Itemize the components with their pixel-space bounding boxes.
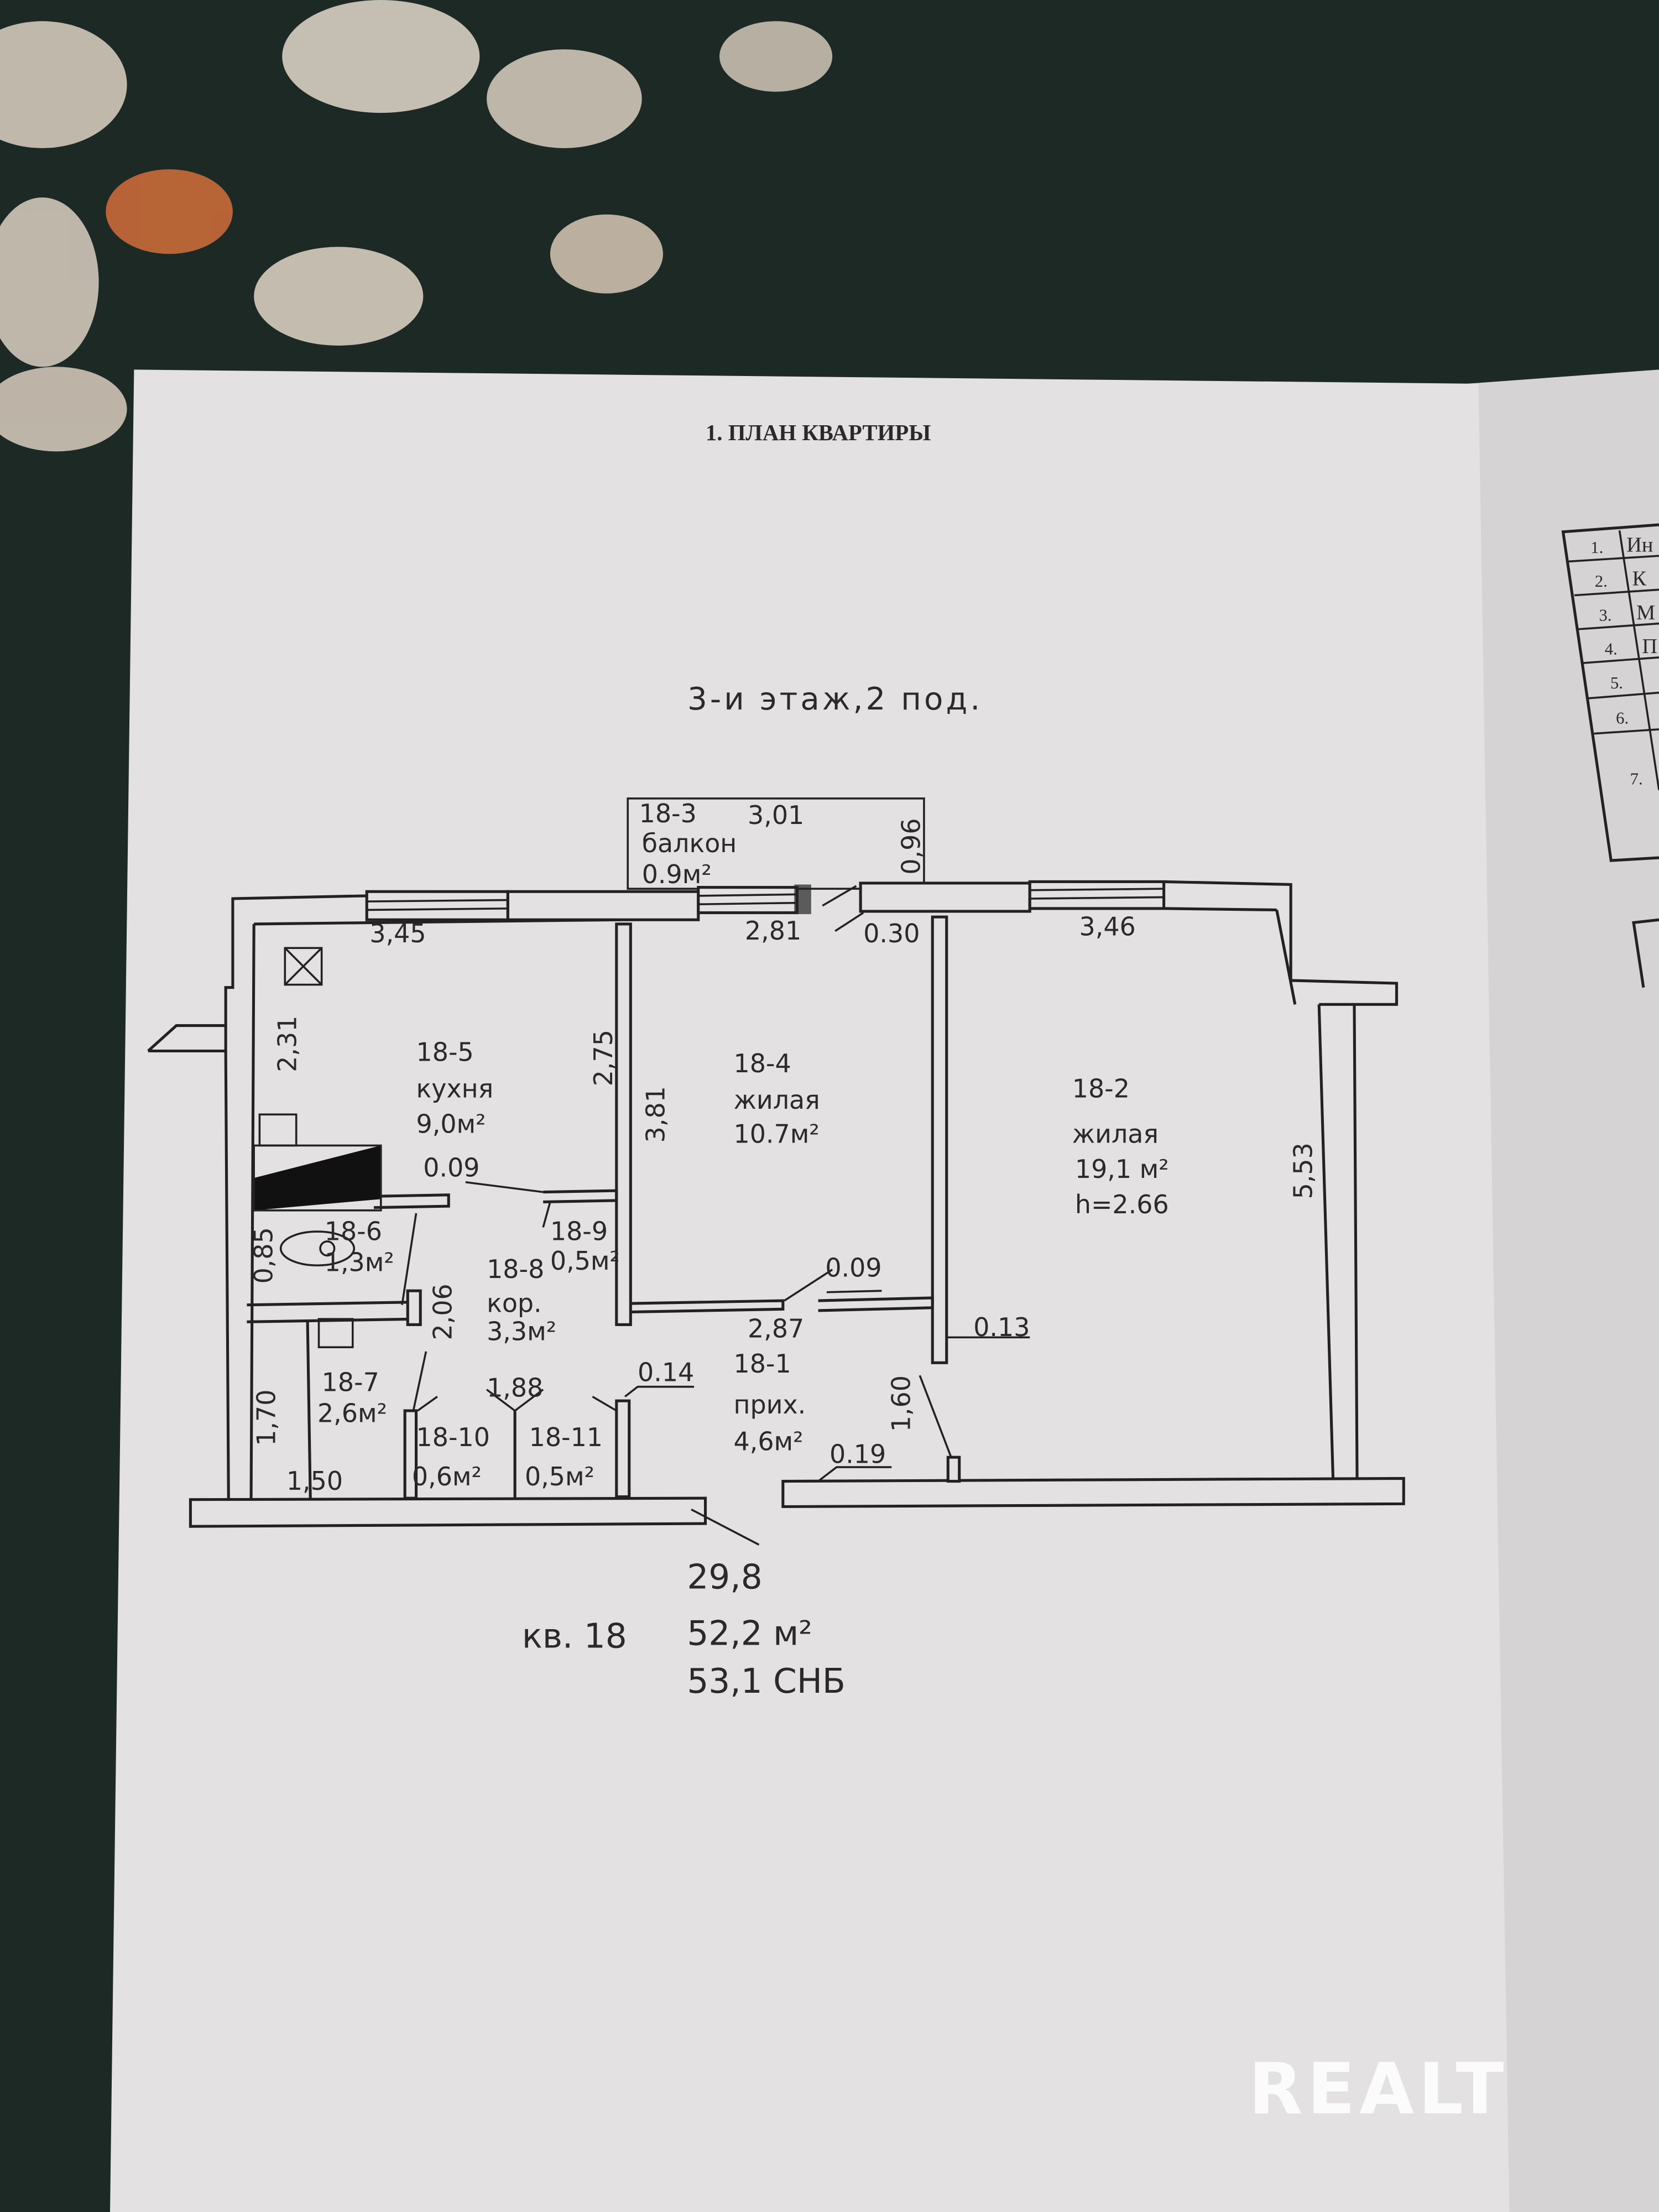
room-name: кухня: [416, 1074, 494, 1104]
stove-shape: [254, 1145, 381, 1211]
room-id: 18-5: [416, 1037, 474, 1067]
room-area: 1,3м²: [325, 1247, 394, 1277]
table-cell-text: П: [1642, 635, 1657, 658]
dimension-label: 3,81: [641, 1086, 671, 1142]
area-totals: 29,8 кв. 18 52,2 м² 53,1 СНБ: [522, 1557, 846, 1701]
room-id: 18-3: [639, 799, 697, 828]
dimension-label: 5,53: [1288, 1142, 1318, 1199]
dimension-label: 0.14: [638, 1357, 694, 1387]
dimension-label: 0.09: [825, 1253, 881, 1283]
apartment-label: кв. 18: [522, 1617, 627, 1656]
toilet-bowl: [279, 1230, 356, 1267]
vent-shaft: [284, 947, 323, 986]
room-id: 18-6: [325, 1216, 382, 1246]
room-name: прих.: [734, 1390, 806, 1420]
room-id: 18-2: [1072, 1074, 1130, 1104]
balcony-door: [697, 886, 799, 915]
document-title: 1. ПЛАН КВАРТИРЫ: [706, 420, 931, 445]
table-row-number: 4.: [1605, 640, 1618, 659]
wall-segment: [506, 890, 700, 921]
realt-watermark: REALT: [1249, 2048, 1508, 2130]
dimension-label: 1,70: [251, 1390, 281, 1446]
dimension-label: 0.13: [973, 1312, 1030, 1342]
table-row-number: 2.: [1595, 572, 1608, 591]
room-name: жилая: [734, 1085, 820, 1115]
plan-labels: 18-3 3,01 балкон 0.9м² 0,96 3,45 2,81 0.…: [248, 799, 1318, 1496]
room-area: 0.9м²: [642, 859, 712, 889]
window-kitchen: [365, 890, 509, 921]
room-area: 3,3м²: [487, 1316, 556, 1346]
dimension-label: 3,01: [748, 800, 804, 830]
room-area: 0,6м²: [412, 1462, 482, 1491]
room-name: кор.: [487, 1288, 542, 1318]
room-name: балкон: [642, 828, 737, 858]
dimension-label: 0,85: [248, 1227, 278, 1284]
wall-segment: [859, 881, 1031, 913]
room-area: 2,6м²: [317, 1398, 387, 1428]
window-room: [1028, 880, 1166, 910]
table-row-number: 7.: [1630, 769, 1643, 788]
room-area: 0,5м²: [525, 1462, 594, 1491]
dimension-label: 3,45: [369, 919, 426, 948]
table-row-number: 6.: [1616, 709, 1629, 728]
snb-area: 53,1 СНБ: [687, 1662, 846, 1701]
paper-sheet: [109, 369, 1510, 2212]
dimension-label: 0.09: [423, 1153, 479, 1183]
floor-plan: [147, 797, 1405, 1546]
dimension-label: 0,96: [896, 818, 926, 874]
dimension-label: 0.30: [863, 919, 920, 948]
room-id: 18-9: [550, 1216, 608, 1246]
dimension-label: 2,81: [745, 916, 801, 946]
room-area: 4,6м²: [734, 1426, 804, 1456]
room-id: 18-11: [529, 1422, 603, 1452]
floor-label: 3-и этаж,2 под.: [687, 681, 983, 717]
dimension-label: 2,75: [588, 1030, 618, 1086]
room-id: 18-10: [416, 1422, 490, 1452]
fabric-leaves: [0, 0, 833, 452]
side-table: 1. 2. 3. 4. 5. 6. 7. Ин К М П: [1561, 523, 1659, 988]
room-height: h=2.66: [1075, 1190, 1169, 1219]
room-area: 10.7м²: [734, 1119, 820, 1149]
room-name: жилая: [1072, 1119, 1159, 1149]
table-cell-text: М: [1636, 601, 1655, 624]
dimension-label: 3,46: [1079, 911, 1136, 941]
dimension-label: 1,50: [286, 1466, 343, 1496]
table-row-number: 5.: [1610, 674, 1623, 692]
right-page: [1467, 369, 1659, 2212]
table-cell-text: Ин: [1626, 533, 1653, 556]
room-id: 18-1: [734, 1349, 791, 1379]
table-row-number: 1.: [1590, 538, 1603, 557]
dimension-label: 1,60: [886, 1375, 916, 1432]
room-area: 19,1 м²: [1075, 1154, 1169, 1184]
dimension-label: 2,87: [748, 1313, 804, 1343]
room-id: 18-4: [734, 1048, 791, 1078]
dimension-label: 0.19: [830, 1439, 886, 1469]
dimension-label: 2,31: [273, 1016, 302, 1072]
living-area-total: 29,8: [687, 1557, 762, 1597]
room-area: 9,0м²: [416, 1109, 486, 1139]
table-cell-text: К: [1632, 567, 1647, 591]
room-id: 18-8: [487, 1254, 544, 1284]
dimension-label: 1,88: [487, 1373, 543, 1403]
dimension-label: 2,06: [427, 1284, 457, 1340]
room-id: 18-7: [322, 1367, 379, 1397]
table-row-number: 3.: [1599, 606, 1612, 624]
total-area: 52,2 м²: [687, 1614, 812, 1653]
room-area: 0,5м²: [550, 1246, 620, 1276]
